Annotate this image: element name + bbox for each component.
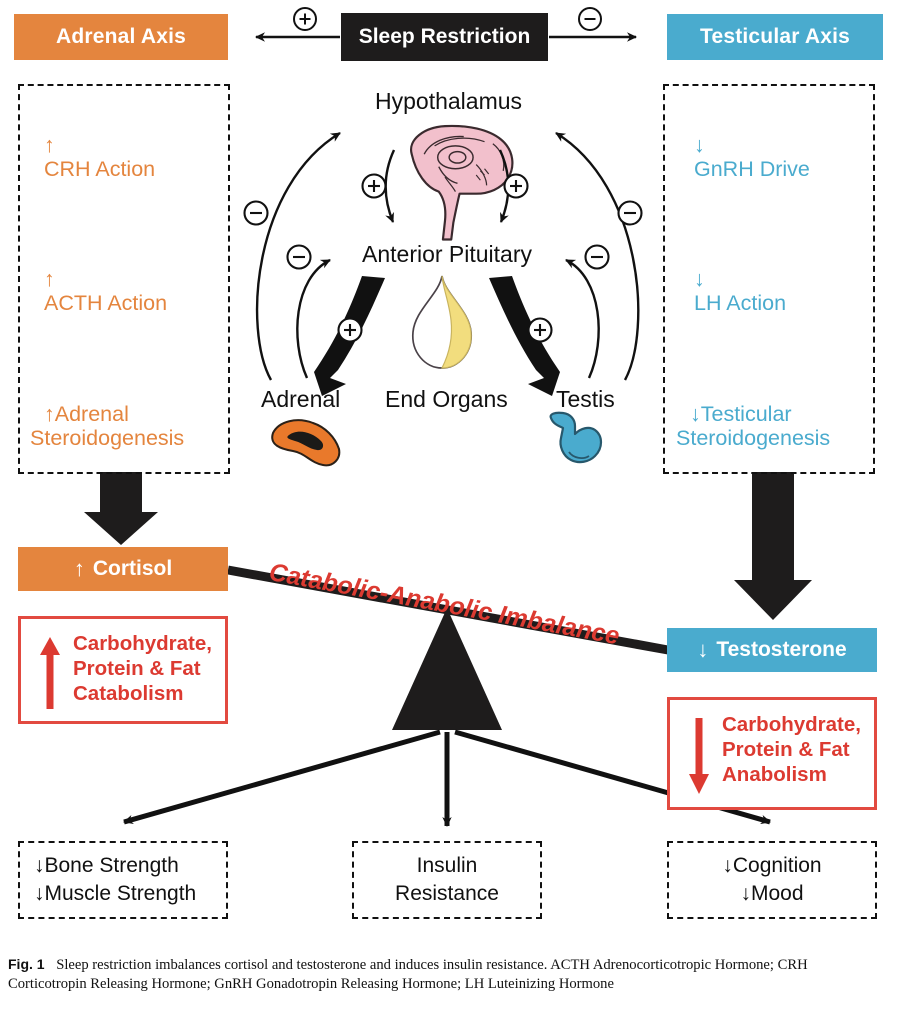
arrow-testicular-panel-to-testosterone	[734, 472, 812, 620]
sign-minus-adrenal-hypo	[243, 200, 269, 226]
testosterone-label: Testosterone	[716, 638, 847, 661]
bone-muscle-outcome-box: ↓Bone Strength ↓Muscle Strength	[18, 841, 228, 919]
sleep-restriction-header: Sleep Restriction	[341, 13, 548, 61]
up-arrow-icon: ↑	[44, 267, 55, 292]
anabolism-box: Carbohydrate, Protein & Fat Anabolism	[667, 697, 877, 810]
red-up-arrow-icon	[40, 637, 60, 709]
testis-label: Testis	[556, 386, 615, 412]
adrenal-item-acth: ↑ ACTH Action	[44, 243, 167, 315]
mood-label: ↓Mood	[740, 882, 804, 905]
testicular-item-lh: ↓ LH Action	[694, 243, 786, 315]
catabolism-box: Carbohydrate, Protein & Fat Catabolism	[18, 616, 228, 724]
down-arrow-icon: ↓	[690, 402, 701, 427]
end-organs-label: End Organs	[385, 386, 508, 412]
up-arrow-icon: ↑	[73, 556, 85, 581]
sign-plus-hypo-pit-right	[503, 173, 529, 199]
sign-plus-pit-testis	[527, 317, 553, 343]
cortisol-box: ↑ Cortisol	[18, 547, 228, 591]
pituitary-icon	[412, 275, 472, 369]
down-arrow-icon: ↓	[694, 267, 705, 292]
sign-minus-testis-hypo	[617, 200, 643, 226]
sign-plus-hypo-pit-left	[361, 173, 387, 199]
red-down-arrow-icon	[689, 718, 709, 794]
up-arrow-icon: ↑	[44, 402, 55, 427]
sign-minus-adrenal-pit	[286, 244, 312, 270]
adrenal-item-steroidogenesis-label: Adrenal Steroidogenesis	[30, 402, 185, 451]
cortisol-label: Cortisol	[92, 557, 173, 580]
testicular-item-lh-label: LH Action	[694, 291, 787, 316]
adrenal-axis-panel	[18, 84, 230, 474]
brain-icon	[410, 124, 514, 241]
testicular-axis-label: Testicular Axis	[699, 25, 851, 48]
resistance-label: Resistance	[395, 882, 499, 905]
sign-plus-left	[293, 7, 317, 31]
arrow-hypothalamus-to-pituitary-left	[384, 149, 396, 223]
arrow-pituitary-to-testis	[489, 276, 560, 396]
arrow-adrenal-to-hypothalamus	[255, 131, 341, 381]
sleep-restriction-label: Sleep Restriction	[358, 25, 531, 48]
up-arrow-icon: ↑	[44, 133, 55, 158]
testicular-item-gnrh: ↓ GnRH Drive	[694, 109, 810, 181]
testicular-axis-header: Testicular Axis	[667, 14, 883, 60]
testicular-item-steroidogenesis: ↓Testicular Steroidogenesis	[676, 378, 830, 450]
testosterone-box: ↓ Testosterone	[667, 628, 877, 672]
anabolism-label: Carbohydrate, Protein & Fat Anabolism	[722, 713, 861, 786]
anterior-pituitary-label: Anterior Pituitary	[362, 241, 533, 267]
adrenal-item-acth-label: ACTH Action	[44, 291, 168, 316]
cognition-mood-outcome-box: ↓Cognition ↓Mood	[667, 841, 877, 919]
cognition-label: ↓Cognition	[722, 853, 822, 877]
figure-number: Fig. 1	[8, 956, 45, 972]
adrenal-icon	[271, 419, 341, 467]
sign-minus-right	[578, 7, 602, 31]
adrenal-label: Adrenal	[261, 386, 341, 412]
figure-caption-text: Sleep restriction imbalances cortisol an…	[8, 957, 808, 993]
testis-icon	[549, 411, 603, 464]
adrenal-item-crh: ↑ CRH Action	[44, 109, 155, 181]
arrow-to-bone-muscle	[123, 729, 441, 825]
sign-minus-testis-pit	[584, 244, 610, 270]
down-arrow-icon: ↓	[694, 133, 705, 158]
arrow-adrenal-panel-to-cortisol	[84, 472, 158, 545]
testicular-item-gnrh-label: GnRH Drive	[694, 157, 810, 182]
figure-caption: Fig. 1 Sleep restriction imbalances cort…	[8, 955, 888, 995]
balance-beam	[227, 565, 669, 655]
adrenal-item-steroidogenesis: ↑Adrenal Steroidogenesis	[30, 378, 184, 450]
adrenal-axis-header: Adrenal Axis	[14, 14, 228, 60]
arrow-testis-to-hypothalamus	[555, 131, 640, 381]
adrenal-item-crh-label: CRH Action	[44, 157, 156, 182]
hypothalamus-label: Hypothalamus	[375, 88, 523, 114]
down-arrow-icon: ↓	[697, 637, 709, 662]
bone-strength-label: ↓Bone Strength	[34, 853, 179, 877]
muscle-strength-label: ↓Muscle Strength	[34, 882, 197, 905]
adrenal-axis-label: Adrenal Axis	[56, 25, 186, 48]
sign-plus-pit-adrenal	[337, 317, 363, 343]
insulin-resistance-outcome-box: Insulin Resistance	[352, 841, 542, 919]
arrow-testis-to-pituitary	[565, 258, 600, 379]
testicular-axis-panel	[663, 84, 875, 474]
insulin-label: Insulin	[416, 853, 478, 877]
fulcrum-triangle	[392, 608, 502, 730]
arrow-adrenal-to-pituitary	[296, 258, 331, 379]
testicular-item-steroidogenesis-label: Testicular Steroidogenesis	[676, 402, 831, 451]
catabolism-label: Carbohydrate, Protein & Fat Catabolism	[73, 632, 212, 705]
